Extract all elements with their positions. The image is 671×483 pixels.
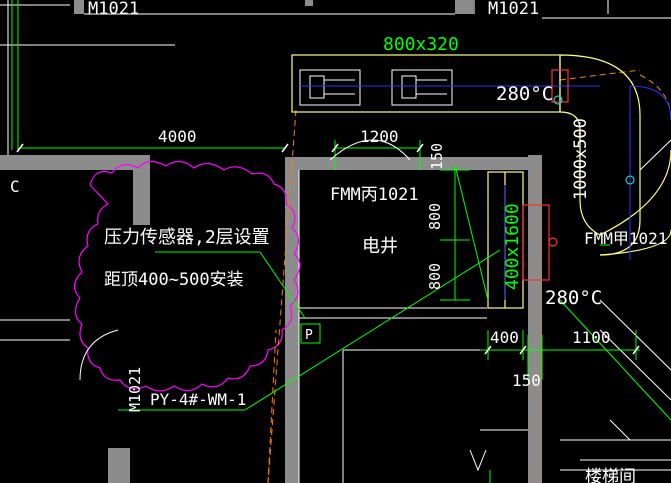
- revision-cloud: [73, 160, 301, 392]
- left-column-lines: [11, 0, 19, 150]
- stair-lines: [560, 419, 671, 471]
- dashed-reference-lines: [267, 69, 671, 483]
- wall-stub-bottom-left: [108, 448, 130, 483]
- wall-column-left: [133, 155, 150, 225]
- wall-top-left-stub: [74, 0, 84, 14]
- equipment-tag-label: PY-4#-WM-1: [150, 390, 246, 409]
- ductwork: [291, 54, 671, 309]
- dim-150-bottom-label: 150: [512, 371, 541, 390]
- dim-1100-label: 1100: [572, 328, 611, 347]
- sensor-note-line1: 压力传感器,2层设置: [104, 227, 270, 248]
- door-label-left-vertical: M1021: [126, 367, 144, 412]
- sensor-mark: P: [305, 328, 313, 343]
- dim-150-top-label: 150: [428, 143, 446, 170]
- temperature-top-label: 280°C: [496, 83, 553, 105]
- wall-vertical-center: [285, 157, 299, 483]
- pressure-sensor-box: [300, 323, 321, 344]
- wall-top-center-stub: [305, 0, 313, 6]
- fan-unit-left: [299, 69, 361, 106]
- shaft-label: 电井: [362, 236, 398, 257]
- duct-size-vertical-label: 1000x500: [571, 118, 591, 200]
- door-fmm-right-label: FMM甲1021: [584, 229, 667, 248]
- door-arcs: [79, 139, 487, 472]
- dim-400-label: 400: [490, 328, 519, 347]
- fire-damper-top: [551, 69, 569, 103]
- dim-4000-label: 4000: [158, 127, 197, 146]
- dim-800-lower-label: 800: [426, 263, 444, 290]
- stair-label: 楼梯间: [585, 467, 636, 483]
- wall-horizontal-left: [0, 155, 150, 170]
- dimension-ticks: [16, 143, 640, 355]
- text-labels: M1021 M1021 800x320 280°C 1000x500 4000 …: [10, 0, 667, 483]
- wall-horizontal-center: [285, 157, 487, 170]
- fire-dampers: [522, 69, 569, 281]
- temperature-right-label: 280°C: [545, 287, 602, 309]
- fan-units: [299, 69, 453, 106]
- fan-unit-right: [391, 69, 453, 106]
- left-edge-c-label: C: [10, 177, 20, 196]
- door-label-top-right: M1021: [488, 0, 539, 19]
- wall-vertical-right: [528, 155, 542, 483]
- cyan-markers: [553, 95, 635, 185]
- dim-1200-label: 1200: [360, 127, 399, 146]
- duct-outer-arc: [599, 149, 671, 256]
- wall-piece-right: [485, 157, 542, 170]
- duct-size-small-label: 400x1600: [502, 203, 523, 290]
- door-fmm-label: FMM丙1021: [330, 185, 419, 205]
- door-label-top-left: M1021: [88, 0, 139, 19]
- sensor-note-line2: 距顶400~500安装: [104, 270, 244, 290]
- duct-size-top-label: 800x320: [383, 34, 459, 55]
- walls: [0, 0, 542, 483]
- wall-top-right-stub: [455, 0, 473, 14]
- dim-800-upper-label: 800: [426, 203, 444, 230]
- dimension-lines: [20, 140, 671, 483]
